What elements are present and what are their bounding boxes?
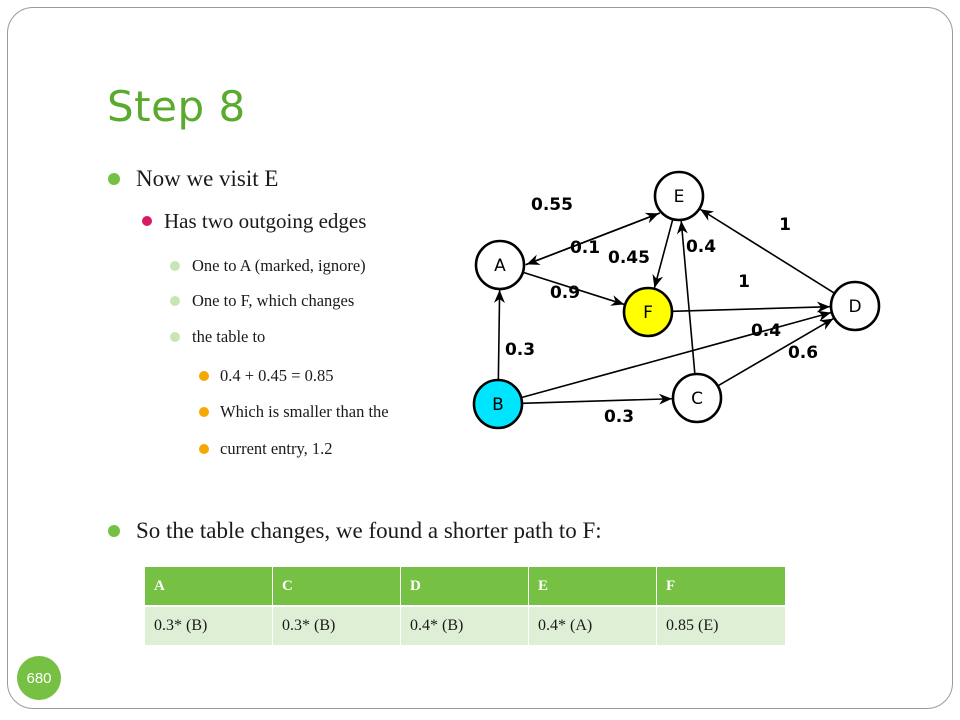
edge-label: 0.6 xyxy=(788,343,818,363)
bullet-dot xyxy=(170,332,180,342)
node-label: F xyxy=(643,303,653,323)
bullet-dot xyxy=(142,216,152,226)
node-e xyxy=(653,170,705,222)
bullet-text-level-3: One to F, which changes xyxy=(192,291,355,310)
node-label: E xyxy=(674,187,685,207)
table-header-cell: D xyxy=(400,567,529,607)
node-f xyxy=(622,286,674,338)
bullet-text-level-3: One to A (marked, ignore) xyxy=(192,256,366,275)
edge-label: 0.3 xyxy=(604,407,634,427)
edge-d-e xyxy=(699,208,836,294)
edge-label: 0.55 xyxy=(531,195,573,215)
node-a xyxy=(474,239,526,291)
bullet-dot xyxy=(199,371,209,381)
node-label: D xyxy=(848,297,861,317)
edge-f-d xyxy=(671,301,831,313)
edge-label: 0.1 xyxy=(570,238,600,258)
table-header-row: A C D E F xyxy=(145,567,785,607)
edge-label: 0.3 xyxy=(505,340,535,360)
edge-label: 1 xyxy=(738,272,750,292)
table-cell: 0.3* (B) xyxy=(272,606,401,645)
table-header-cell: C xyxy=(272,567,401,607)
table-cell: 0.4* (A) xyxy=(528,606,657,645)
bullet-dot xyxy=(108,525,120,537)
bullet-dot xyxy=(199,444,209,454)
edge-b-c xyxy=(521,393,673,405)
node-c xyxy=(671,372,723,424)
table-header-cell: F xyxy=(656,567,785,607)
node-d xyxy=(829,280,881,332)
bullet-text-level-4: 0.4 + 0.45 = 0.85 xyxy=(220,366,334,385)
table-header-cell: E xyxy=(528,567,657,607)
bullet-dot xyxy=(108,173,120,185)
edge-e-f xyxy=(652,218,674,289)
table-row: 0.3* (B) 0.3* (B) 0.4* (B) 0.4* (A) 0.85… xyxy=(145,606,785,645)
edge-label: 0.4 xyxy=(686,237,716,257)
bullet-text-level-4: current entry, 1.2 xyxy=(220,439,333,458)
page-number-badge: 680 xyxy=(17,656,61,700)
edge-a-e xyxy=(525,212,660,266)
edge-label: 0.9 xyxy=(550,283,580,303)
table-cell: 0.4* (B) xyxy=(400,606,529,645)
edge-c-d xyxy=(717,317,834,387)
bullet-text-level-2: Has two outgoing edges xyxy=(164,209,367,233)
edge-label: 1 xyxy=(779,215,791,235)
bullet-dot xyxy=(170,261,180,271)
table-cell: 0.3* (B) xyxy=(145,606,273,645)
node-b xyxy=(472,378,524,430)
edge-label: 0.45 xyxy=(608,248,650,268)
bullet-dot xyxy=(170,296,180,306)
bullet-dot xyxy=(199,407,209,417)
bullet-text-level-1: Now we visit E xyxy=(136,166,279,191)
edge-b-d xyxy=(520,310,832,399)
table-header-cell: A xyxy=(145,567,273,607)
edge-b-a xyxy=(493,289,505,381)
edge-label: 0.4 xyxy=(751,321,781,341)
distance-table: A C D E F 0.3* (B) 0.3* (B) 0.4* (B) 0.4… xyxy=(145,567,785,645)
edge-a-f xyxy=(522,271,625,306)
table-cell: 0.85 (E) xyxy=(656,606,785,645)
node-label: B xyxy=(492,395,504,415)
slide-title: Step 8 xyxy=(107,82,246,131)
edge-c-e xyxy=(676,220,696,375)
node-label: A xyxy=(494,256,506,276)
bullet-text-level-1: So the table changes, we found a shorter… xyxy=(136,518,602,543)
bullet-text-level-3: the table to xyxy=(192,327,266,346)
bullet-text-level-4: Which is smaller than the xyxy=(220,402,389,421)
node-label: C xyxy=(691,389,703,409)
